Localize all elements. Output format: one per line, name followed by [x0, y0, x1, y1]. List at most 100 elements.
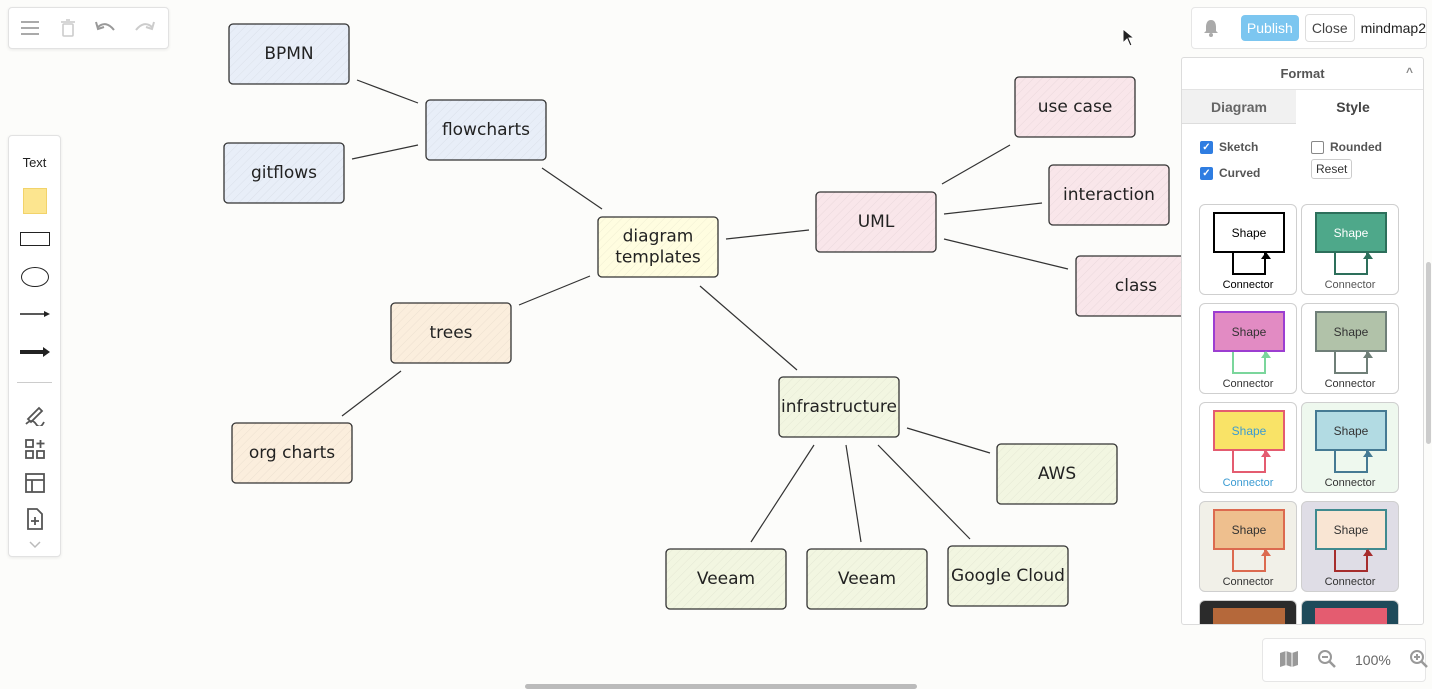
edge[interactable] — [518, 275, 591, 306]
rectangle-tool[interactable] — [9, 230, 60, 248]
sketch-option[interactable]: ✓ Sketch — [1200, 140, 1258, 154]
zoom-in-icon[interactable] — [1409, 649, 1429, 672]
node-orgcharts[interactable]: org charts — [231, 422, 353, 484]
style-shape-preview: Shape — [1213, 311, 1285, 352]
file-name[interactable]: mindmap2 — [1360, 20, 1426, 36]
bell-icon[interactable] — [1200, 15, 1223, 41]
delete-icon[interactable] — [57, 17, 79, 39]
table-icon[interactable] — [9, 472, 60, 494]
style-shape-preview: Shape — [1213, 212, 1285, 253]
curved-option[interactable]: ✓ Curved — [1200, 166, 1260, 180]
vertical-scrollbar[interactable] — [1426, 262, 1431, 444]
node-label: org charts — [249, 443, 335, 463]
style-connector-label: Connector — [1222, 378, 1274, 390]
sticky-note-tool[interactable] — [9, 188, 60, 214]
tab-style[interactable]: Style — [1296, 90, 1410, 124]
add-page-icon[interactable] — [9, 508, 60, 530]
node-gitflows[interactable]: gitflows — [223, 142, 345, 204]
divider — [17, 382, 52, 383]
format-title: Format — [1280, 66, 1325, 81]
node-flowcharts[interactable]: flowcharts — [425, 99, 547, 161]
zoom-level[interactable]: 100% — [1355, 652, 1391, 668]
freehand-icon[interactable] — [9, 404, 60, 426]
shapes-icon[interactable] — [9, 438, 60, 460]
edge[interactable] — [906, 427, 991, 454]
node-infra[interactable]: infrastructure — [778, 376, 900, 438]
edge[interactable] — [845, 444, 862, 543]
map-icon[interactable] — [1279, 650, 1299, 671]
style-connector-preview — [1232, 253, 1266, 275]
zoom-out-icon[interactable] — [1317, 649, 1337, 672]
edge[interactable] — [699, 285, 798, 371]
menu-icon[interactable] — [19, 17, 41, 39]
node-veeam2[interactable]: Veeam — [806, 548, 928, 610]
style-connector-preview — [1334, 550, 1368, 572]
node-usecase[interactable]: use case — [1014, 76, 1136, 138]
style-connector-label: Connector — [1324, 279, 1376, 291]
style-card[interactable] — [1301, 600, 1399, 624]
curved-checkbox[interactable]: ✓ — [1200, 166, 1213, 180]
edge[interactable] — [877, 444, 971, 540]
node-hatch — [779, 377, 899, 437]
node-gcloud[interactable]: Google Cloud — [947, 545, 1069, 607]
node-label: AWS — [1038, 464, 1076, 484]
style-options: ✓ Sketch Rounded ✓ Curved Reset — [1182, 124, 1423, 188]
arrowhead-icon — [1363, 252, 1373, 259]
collapse-icon[interactable]: ^ — [1405, 65, 1413, 79]
rounded-option[interactable]: Rounded — [1311, 140, 1382, 154]
node-interaction[interactable]: interaction — [1048, 164, 1170, 226]
text-tool[interactable]: Text — [22, 154, 47, 170]
publish-button[interactable]: Publish — [1240, 15, 1299, 41]
sketch-checkbox[interactable]: ✓ — [1200, 140, 1213, 154]
tab-diagram[interactable]: Diagram — [1182, 90, 1296, 124]
style-connector-label: Connector — [1222, 477, 1274, 489]
edge[interactable] — [943, 202, 1043, 215]
edge[interactable] — [943, 238, 1069, 270]
reset-button[interactable]: Reset — [1311, 159, 1353, 179]
edge[interactable] — [541, 167, 603, 210]
edge[interactable] — [725, 229, 810, 240]
undo-icon[interactable] — [95, 17, 117, 39]
sketch-label: Sketch — [1219, 140, 1259, 154]
arrow-tool[interactable] — [9, 344, 60, 360]
node-veeam1[interactable]: Veeam — [665, 548, 787, 610]
line-tool[interactable] — [9, 306, 60, 322]
node-bpmn[interactable]: BPMN — [228, 23, 350, 85]
style-shape-preview: Shape — [1315, 410, 1387, 451]
node-aws[interactable]: AWS — [996, 443, 1118, 505]
style-card[interactable] — [1199, 600, 1297, 624]
edge[interactable] — [351, 144, 419, 160]
close-button[interactable]: Close — [1304, 14, 1355, 42]
edge[interactable] — [356, 79, 419, 104]
node-hatch — [1076, 256, 1196, 316]
edge[interactable] — [750, 444, 815, 543]
node-uml[interactable]: UML — [815, 191, 937, 253]
node-hatch — [1049, 165, 1169, 225]
top-toolbar — [8, 7, 169, 49]
edge[interactable] — [941, 144, 1011, 185]
node-trees[interactable]: trees — [390, 302, 512, 364]
redo-icon[interactable] — [133, 17, 155, 39]
shapes-panel: Text — [8, 135, 61, 557]
node-label: Google Cloud — [951, 566, 1065, 586]
horizontal-scrollbar[interactable] — [525, 684, 917, 689]
rounded-checkbox[interactable] — [1311, 140, 1324, 154]
edge[interactable] — [341, 370, 402, 417]
format-tabs: Diagram Style — [1182, 90, 1423, 124]
chevron-down-icon[interactable] — [9, 538, 60, 552]
style-connector-preview — [1232, 550, 1266, 572]
style-connector-preview — [1334, 451, 1368, 473]
ellipse-tool[interactable] — [9, 266, 60, 288]
node-class[interactable]: class — [1075, 255, 1197, 317]
